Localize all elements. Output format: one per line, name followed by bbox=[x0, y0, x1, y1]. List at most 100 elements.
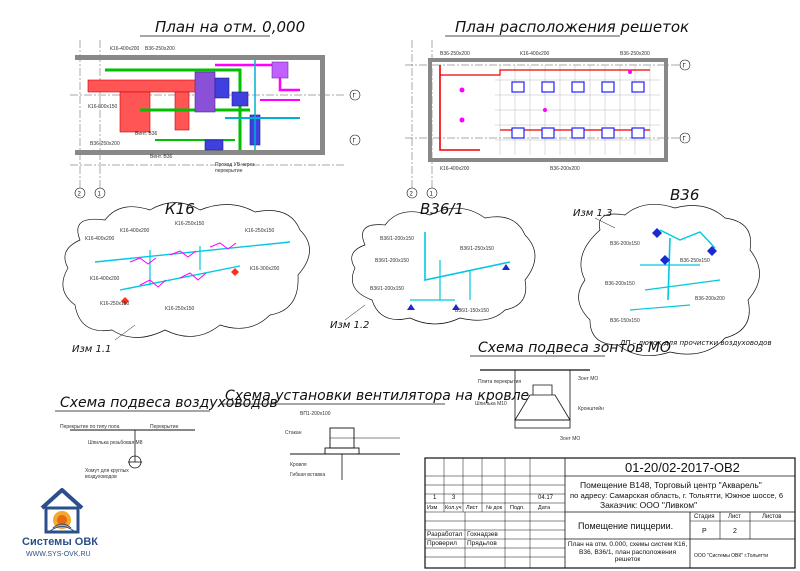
izm-1-3-label: Изм 1.3 bbox=[573, 208, 612, 219]
svg-text:Кровля: Кровля bbox=[290, 462, 307, 468]
svg-text:В36-200х200: В36-200х200 bbox=[695, 296, 725, 302]
rev-cell-date: 04.17 bbox=[538, 495, 554, 501]
svg-text:В36-200х150: В36-200х150 bbox=[605, 281, 635, 287]
hood-scheme: Плита перекрытия Шпилька М10 Зонт МО Кро… bbox=[475, 369, 604, 442]
k16-revision-cloud bbox=[62, 202, 310, 338]
head-list: Лист bbox=[466, 505, 478, 511]
plan-grilles-title: План расположения решеток bbox=[455, 18, 689, 36]
svg-text:В36/1-250х150: В36/1-250х150 bbox=[460, 246, 494, 252]
svg-text:К16-400х200: К16-400х200 bbox=[90, 276, 120, 282]
svg-text:В36-250х200: В36-250х200 bbox=[145, 46, 175, 52]
rev-cell-2: 3 bbox=[452, 495, 456, 501]
svg-text:Зонт МО: Зонт МО bbox=[560, 436, 580, 442]
project-line-1: Помещение В148, Торговый центр "Акварель… bbox=[580, 480, 762, 490]
role-developed: Разработал bbox=[427, 530, 463, 538]
role-checked: Проверил bbox=[427, 540, 457, 547]
svg-text:Г: Г bbox=[683, 64, 687, 70]
svg-text:В36-200х200: В36-200х200 bbox=[550, 166, 580, 172]
axis-bubble-g-top: Г bbox=[353, 94, 357, 100]
sheet-description: План на отм. 0.000, схемы систем К16, В3… bbox=[567, 541, 688, 564]
head-doc: № док bbox=[486, 505, 503, 511]
svg-text:перекрытие: перекрытие bbox=[215, 168, 243, 174]
svg-text:ВП1-200х100: ВП1-200х100 bbox=[300, 411, 331, 417]
v36-scheme: В36-200х150 В36-250х150 В36-200х150 В36-… bbox=[605, 228, 725, 324]
name-checked: Прядьлов bbox=[467, 540, 497, 547]
v36-1-revision-cloud bbox=[351, 207, 536, 325]
svg-text:Стакан: Стакан bbox=[285, 430, 302, 436]
sheets-header: Листов bbox=[762, 514, 782, 520]
v36-title: В36 bbox=[670, 186, 699, 204]
svg-text:К16-250х150: К16-250х150 bbox=[100, 301, 130, 307]
svg-text:К16-250х150: К16-250х150 bbox=[165, 306, 195, 312]
svg-text:В36-250х200: В36-250х200 bbox=[90, 141, 120, 147]
lp-note: ЛП – лючок для прочистки воздуховодов bbox=[619, 339, 772, 347]
v36-revision-cloud bbox=[578, 203, 760, 357]
svg-text:Перекрытие по типу пола: Перекрытие по типу пола bbox=[60, 424, 120, 430]
svg-text:Шпилька резьбовая М8: Шпилька резьбовая М8 bbox=[88, 440, 143, 446]
svg-text:В36/1-200х150: В36/1-200х150 bbox=[380, 236, 414, 242]
v36-1-scheme: В36/1-200х150 В36/1-200х150 В36/1-250х15… bbox=[370, 232, 511, 314]
company-logo: Системы ОВК WWW.SYS-OVK.RU bbox=[22, 488, 98, 558]
fan-scheme: ВП1-200х100 Стакан Кровля Гибкая вставка bbox=[285, 411, 400, 480]
duct-scheme-title: Схема подвеса воздуховодов bbox=[60, 395, 278, 411]
svg-text:Кронштейн: Кронштейн bbox=[578, 405, 604, 412]
svg-text:К16-250х150: К16-250х150 bbox=[175, 221, 205, 227]
stage-value: Р bbox=[702, 528, 707, 535]
plan-grilles: В36-250х200 К16-400х200 В36-250х200 К16-… bbox=[405, 40, 691, 199]
svg-text:В36-250х200: В36-250х200 bbox=[620, 51, 650, 57]
axis-bubble-g-bottom: Г bbox=[353, 139, 357, 145]
izm-1-2-label: Изм 1.2 bbox=[330, 320, 369, 331]
rev-cell-1: 1 bbox=[433, 495, 437, 501]
name-developed: Гохнадзев bbox=[467, 531, 498, 538]
svg-text:К16-400х200: К16-400х200 bbox=[85, 236, 115, 242]
svg-text:К16-250х150: К16-250х150 bbox=[245, 228, 275, 234]
sheet-value: 2 bbox=[733, 528, 737, 535]
stage-header: Стадия bbox=[694, 514, 714, 520]
k16-scheme: К16-400х200 К16-400х200 К16-250х150 К16-… bbox=[85, 221, 291, 312]
axis-bubble-1: 1 bbox=[98, 192, 102, 198]
svg-text:1: 1 bbox=[430, 192, 434, 198]
svg-text:2: 2 bbox=[410, 192, 414, 198]
svg-text:Хомут для круглых: Хомут для круглых bbox=[85, 468, 129, 474]
doc-code: 01-20/02-2017-ОВ2 bbox=[625, 460, 740, 475]
svg-text:Г: Г bbox=[683, 137, 687, 143]
title-block: 01-20/02-2017-ОВ2 Помещение В148, Торгов… bbox=[424, 457, 796, 569]
house-roof-icon bbox=[40, 488, 84, 510]
fan-scheme-title: Схема установки вентилятора на кровле bbox=[225, 388, 529, 404]
object-name: Помещение пиццерии. bbox=[578, 521, 673, 531]
duct-scheme: Перекрытие по типу пола Перекрытие Шпиль… bbox=[60, 424, 195, 480]
svg-text:Перекрытие: Перекрытие bbox=[150, 424, 179, 430]
svg-text:К16-400х200: К16-400х200 bbox=[440, 166, 470, 172]
head-date: Дата bbox=[538, 505, 551, 511]
svg-text:Зонт МО: Зонт МО bbox=[578, 376, 598, 382]
logo-name: Системы ОВК bbox=[22, 536, 98, 548]
svg-text:В36/1-150х150: В36/1-150х150 bbox=[455, 308, 489, 314]
project-line-2: по адресу: Самарская область, г. Тольятт… bbox=[570, 491, 783, 500]
svg-text:В36-250х200: В36-250х200 bbox=[440, 51, 470, 57]
hood-scheme-title: Схема подвеса зонтов МО bbox=[478, 340, 671, 356]
project-line-3: Заказчик: ООО "Ливком" bbox=[600, 500, 697, 510]
plan-000-title: План на отм. 0,000 bbox=[155, 18, 305, 36]
svg-text:Вент. В36: Вент. В36 bbox=[135, 131, 158, 137]
svg-text:Вент. В36: Вент. В36 bbox=[150, 154, 173, 160]
org-name: ООО "Системы ОВК" г.Тольятти bbox=[694, 553, 768, 559]
izm-1-1-label: Изм 1.1 bbox=[72, 344, 111, 355]
svg-text:В36-250х150: В36-250х150 bbox=[680, 258, 710, 264]
svg-text:К16-300х200: К16-300х200 bbox=[250, 266, 280, 272]
svg-text:воздуховодов: воздуховодов bbox=[85, 474, 117, 480]
svg-text:К16-400х200: К16-400х200 bbox=[110, 46, 140, 52]
axis-bubble-2: 2 bbox=[78, 192, 82, 198]
svg-text:В36-150х150: В36-150х150 bbox=[610, 318, 640, 324]
sheet-description-box: План на отм. 0.000, схемы систем К16, В3… bbox=[567, 541, 688, 564]
head-kol: Кол.уч bbox=[445, 505, 462, 511]
logo-url: WWW.SYS-OVK.RU bbox=[26, 551, 91, 558]
svg-text:Проход УВ через: Проход УВ через bbox=[215, 162, 255, 168]
svg-text:К16-800х150: К16-800х150 bbox=[88, 104, 118, 110]
svg-text:Плита перекрытия: Плита перекрытия bbox=[478, 379, 521, 385]
svg-text:В36-200х150: В36-200х150 bbox=[610, 241, 640, 247]
v36-1-title: В36/1 bbox=[420, 200, 464, 218]
svg-text:К16-400х200: К16-400х200 bbox=[120, 228, 150, 234]
plan-000: К16-400х200 В36-250х200 К16-800х150 В36-… bbox=[70, 40, 361, 199]
svg-text:В36/1-200х150: В36/1-200х150 bbox=[370, 286, 404, 292]
